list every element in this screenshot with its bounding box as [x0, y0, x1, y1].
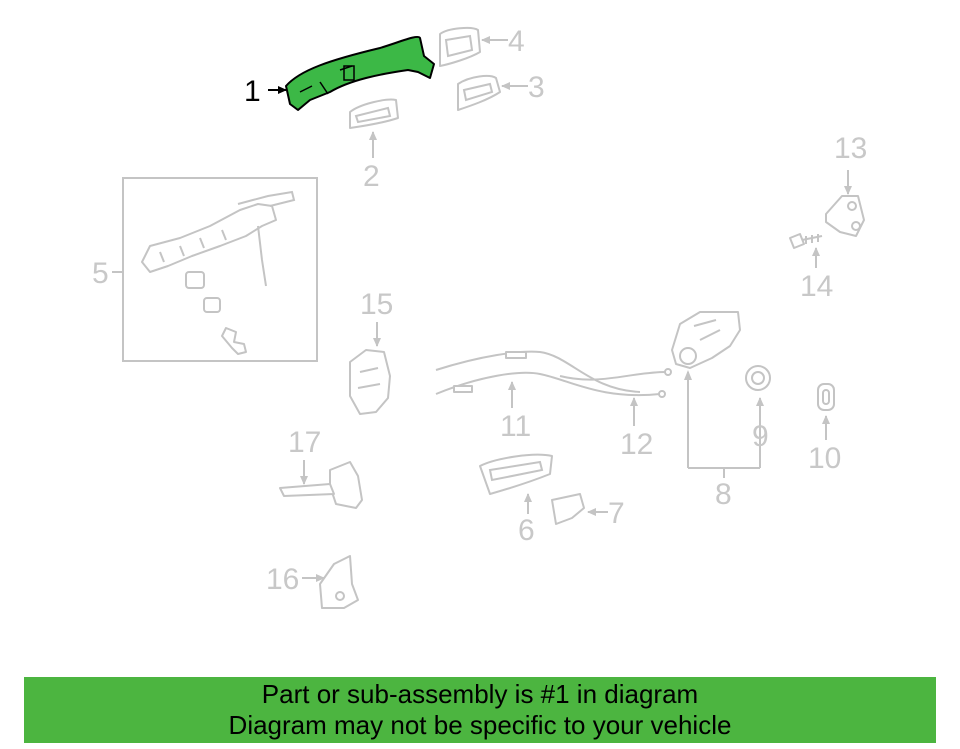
part-8-lock-assembly[interactable]: [671, 311, 741, 369]
part-17-rod[interactable]: [279, 461, 363, 509]
part-1-outside-handle[interactable]: [285, 36, 435, 111]
banner-line-2: Diagram may not be specific to your vehi…: [228, 710, 732, 740]
part-12-cable[interactable]: [559, 368, 672, 398]
part-4-gasket[interactable]: [439, 26, 481, 67]
callout-10[interactable]: 10: [808, 442, 841, 475]
part-11-cable[interactable]: [435, 350, 661, 397]
callout-17[interactable]: 17: [288, 426, 321, 459]
part-7-cover[interactable]: [551, 493, 585, 525]
callout-9[interactable]: 9: [752, 420, 769, 453]
callout-15[interactable]: 15: [360, 288, 393, 321]
part-16-lower-bracket[interactable]: [319, 555, 359, 609]
info-banner: Part or sub-assembly is #1 in diagram Di…: [24, 677, 936, 743]
callout-14[interactable]: 14: [800, 270, 833, 303]
callout-6[interactable]: 6: [518, 514, 535, 547]
part-5-rod-assembly[interactable]: [122, 177, 318, 362]
callout-2[interactable]: 2: [363, 160, 380, 193]
callout-4[interactable]: 4: [508, 25, 525, 58]
callout-3[interactable]: 3: [528, 71, 545, 104]
callout-13[interactable]: 13: [834, 132, 867, 165]
parts-diagram: 1 2 3 4 5 6 7: [92, 25, 867, 609]
callout-12[interactable]: 12: [620, 428, 653, 461]
callout-8[interactable]: 8: [715, 478, 732, 511]
part-9-grommet[interactable]: [745, 365, 771, 391]
part-10-seal[interactable]: [817, 383, 835, 411]
banner-line-1: Part or sub-assembly is #1 in diagram: [261, 679, 699, 709]
callout-1[interactable]: 1: [244, 75, 261, 108]
part-13-striker[interactable]: [825, 195, 865, 237]
part-14-screw[interactable]: [789, 233, 823, 249]
callout-11[interactable]: 11: [500, 410, 531, 443]
part-2-handle-frame[interactable]: [349, 98, 399, 129]
callout-5[interactable]: 5: [92, 257, 109, 290]
callout-7[interactable]: 7: [608, 497, 625, 530]
part-6-inside-handle[interactable]: [479, 453, 553, 495]
callout-16[interactable]: 16: [266, 563, 299, 596]
part-3-pad[interactable]: [457, 75, 501, 111]
part-15-bracket[interactable]: [349, 349, 391, 415]
